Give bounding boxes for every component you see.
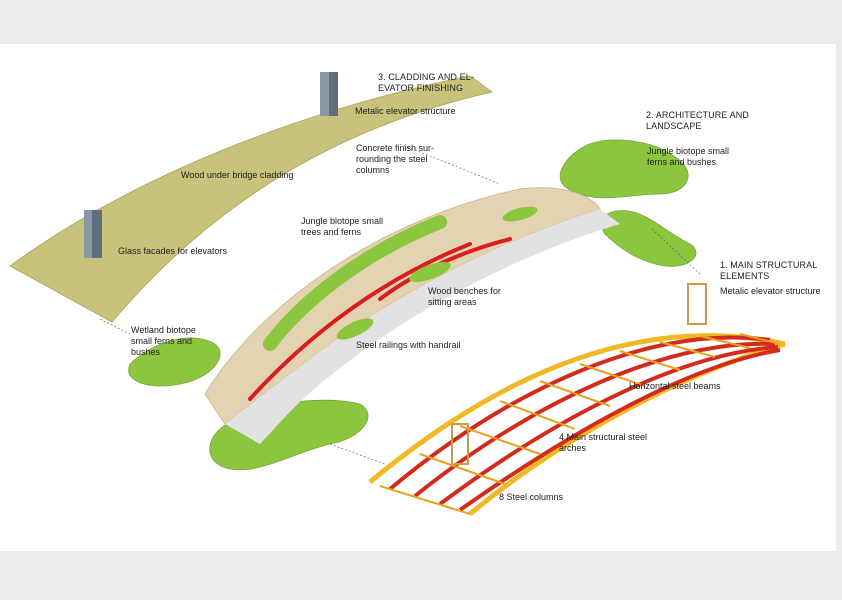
section-1-heading: 1. MAIN STRUCTURAL ELEMENTS [720,260,818,281]
label-beams: Horizontal steel beams [629,381,721,391]
wood-bench-strip [248,242,472,401]
label-elevator-top: Metalic elevator structure [355,106,456,116]
steel-structure [368,283,786,516]
glass-elevator-icon [84,72,338,258]
label-glass: Glass facades for elevators [118,246,228,256]
label-wetland: Wetland biotope small ferns and bushes [131,325,196,357]
label-arches: 4 Main structural steel arches [559,432,648,453]
label-railings: Steel railings with handrail [356,340,461,350]
label-columns: 8 Steel columns [499,492,564,502]
section-2-heading: 2. ARCHITECTURE AND LANDSCAPE [646,110,749,131]
label-wood-cladding: Wood under bridge cladding [181,170,294,180]
green-islands [128,139,697,471]
label-jungle-trees: Jungle biotope small trees and ferns [301,216,384,237]
wood-cladding-layer [9,75,494,323]
label-jungle-ferns: Jungle biotope small ferns and bushes [647,146,730,167]
exploded-bridge-illustration [9,72,786,516]
leader-lines [99,143,701,465]
label-concrete: Concrete finish sur- rounding the steel … [356,143,435,175]
diagram-canvas: 3. CLADDING AND EL- EVATOR FINISHING Met… [0,44,836,551]
bridge-deck [204,187,620,444]
label-benches: Wood benches for sitting areas [428,286,501,307]
label-elevator-struct: Metalic elevator structure [720,286,821,296]
section-3-heading: 3. CLADDING AND EL- EVATOR FINISHING [378,72,474,93]
elevator-frame [451,283,707,465]
